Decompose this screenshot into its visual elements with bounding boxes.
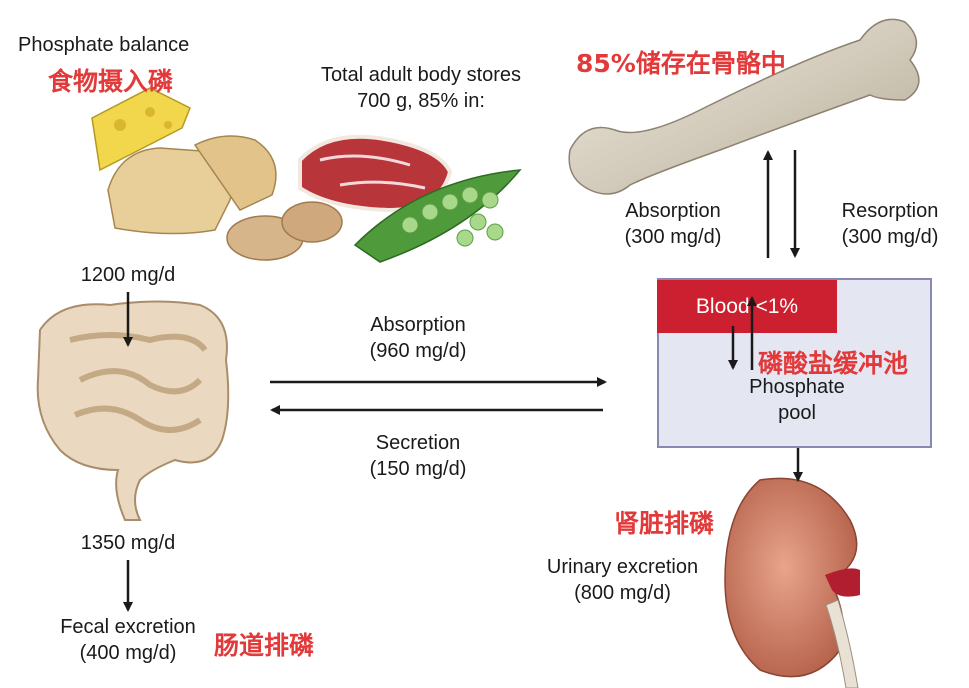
- bone-absorption-label: Absorption: [625, 200, 721, 222]
- urinary-excretion-value: (800 mg/d): [574, 582, 671, 604]
- phosphate-pool-label-2: pool: [778, 402, 816, 424]
- kidney-illustration: [724, 477, 860, 688]
- food-illustration: [91, 87, 522, 263]
- stores-line1: Total adult body stores: [320, 64, 522, 86]
- bone-cn-label: 85%储存在骨骼中: [576, 49, 786, 78]
- urinary-excretion-label: Urinary excretion: [546, 556, 699, 578]
- fecal-excretion-label: Fecal excretion: [60, 616, 196, 638]
- gut-absorption-value: (960 mg/d): [369, 340, 467, 362]
- food-intake-cn-label: 食物摄入磷: [48, 67, 174, 96]
- buffer-pool-cn-label: 磷酸盐缓冲池: [758, 349, 909, 378]
- intestine-illustration: [36, 300, 230, 521]
- bone-absorption-value: (300 mg/d): [624, 226, 722, 248]
- gut-secretion-label: Secretion: [375, 432, 461, 454]
- gut-absorption-label: Absorption: [370, 314, 466, 336]
- bone-illustration: [568, 18, 920, 195]
- diagram-title: Phosphate balance: [18, 34, 190, 56]
- kidney-cn-label: 肾脏排磷: [614, 509, 715, 538]
- bone-resorption-value: (300 mg/d): [841, 226, 939, 248]
- gut-intake-value: 1200 mg/d: [80, 264, 176, 286]
- phosphate-pool-label-1: Phosphate: [749, 376, 845, 398]
- gut-output-value: 1350 mg/d: [80, 532, 176, 554]
- fecal-excretion-value: (400 mg/d): [79, 642, 177, 664]
- fecal-cn-label: 肠道排磷: [214, 631, 315, 660]
- stores-line2: 700 g, 85% in:: [357, 90, 485, 112]
- blood-bar: Blood <1%: [657, 280, 837, 333]
- gut-secretion-value: (150 mg/d): [369, 458, 467, 480]
- bone-resorption-label: Resorption: [841, 200, 939, 222]
